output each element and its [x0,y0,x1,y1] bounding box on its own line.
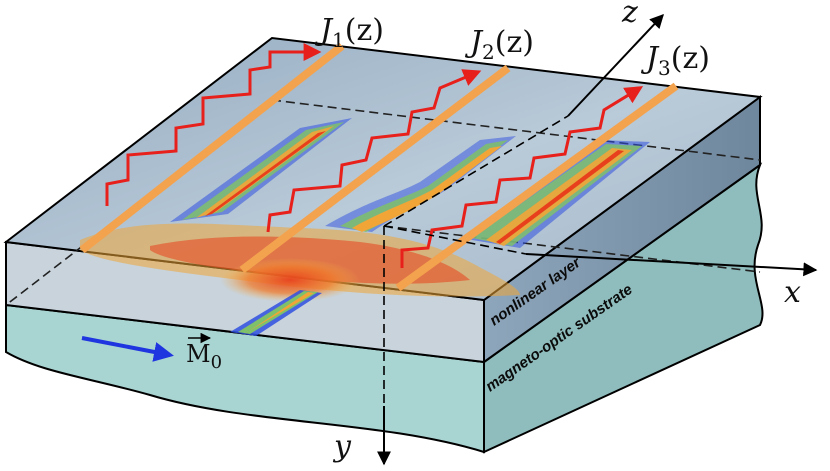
substrate-slab [5,162,764,454]
magnetization-letter: M [186,340,211,368]
axis-y-label: y [332,429,352,464]
svg-text:J1(z): J1(z) [314,13,384,52]
guided-beam-2 [325,136,516,232]
label-magnetization: M0 [186,332,222,373]
svg-text:J3(z): J3(z) [640,41,710,80]
axis-x-line [525,253,818,277]
magnetization-sub: 0 [211,352,222,373]
zigzag-arrow-icon [105,43,322,206]
label-j2: J2(z) [464,25,534,64]
svg-text:J2(z): J2(z) [464,25,534,64]
label-j1: J1(z) [314,13,384,52]
current-strips [79,42,679,292]
current-strip-2 [239,64,511,274]
label-j3: J3(z) [640,41,710,80]
j3-letter: J [640,41,660,76]
substrate-front-face [5,303,485,454]
right-arrow-icon [81,336,174,362]
beam-hot-spot [220,258,360,302]
j2-arg: (z) [495,25,534,60]
current-strip-3 [395,82,679,292]
axes [377,13,818,466]
current-strip-1 [79,42,345,254]
j1-sub: 1 [332,28,345,52]
guided-beam-1 [170,118,352,222]
axis-z-line [567,13,664,117]
input-beam [230,290,322,336]
axis-z-label: z [621,0,638,30]
j1-arg: (z) [345,13,384,48]
j3-sub: 3 [658,56,671,80]
current-arrows [105,43,644,268]
axis-x-label: x [784,275,801,310]
j2-sub: 2 [482,40,495,64]
zigzag-arrow-icon [266,69,482,233]
guided-beam-3 [460,140,650,248]
substrate-right-face [483,162,764,454]
j3-arg: (z) [671,41,710,76]
zigzag-arrow-icon [400,86,644,268]
svg-text:M0: M0 [186,340,222,373]
axes-hidden [383,115,569,406]
j2-letter: J [464,25,484,60]
